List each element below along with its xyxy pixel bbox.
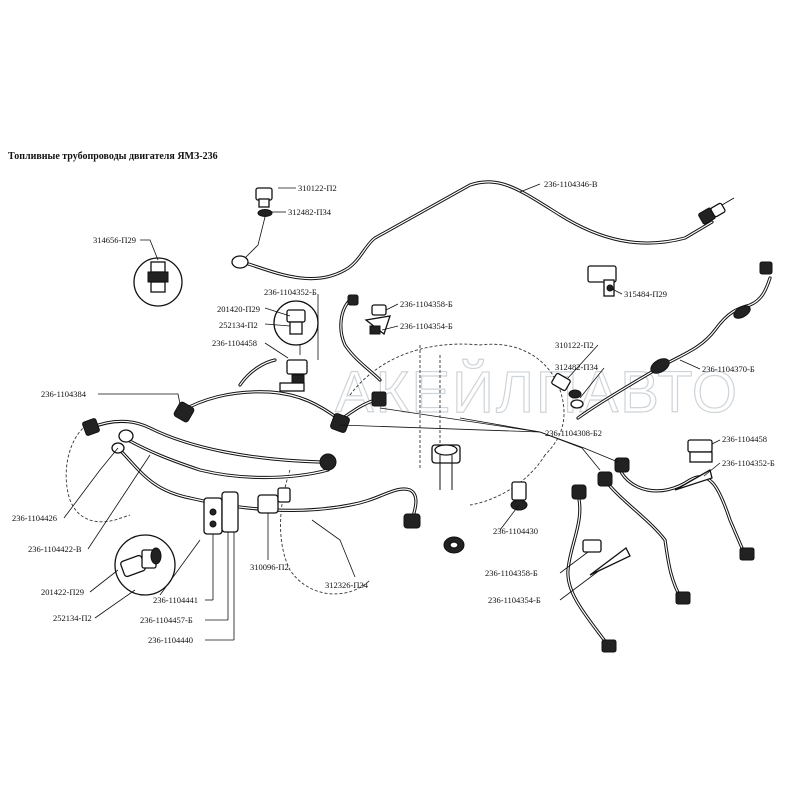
watermark: АКЕЙЛПАВТО xyxy=(335,360,739,425)
label-252134-bottom: 252134-П2 xyxy=(53,613,92,623)
label-312482-top: 312482-П34 xyxy=(288,207,332,217)
clamp-inset-top xyxy=(273,300,319,346)
label-312326: 312326-П34 xyxy=(325,580,369,590)
label-1104441: 236-1104441 xyxy=(153,595,198,605)
label-1104308: 236-1104308-Б2 xyxy=(545,428,602,438)
return-tube xyxy=(231,180,735,281)
clamp-1104358-mid xyxy=(364,304,391,336)
label-1104358-mid: 236-1104358-Б xyxy=(400,299,453,309)
diagram-title: Топливные трубопроводы двигателя ЯМЗ-236 xyxy=(8,151,218,162)
label-1104352-mid: 236-1104352-Б xyxy=(264,287,317,297)
label-1104346: 236-1104346-В xyxy=(544,179,598,189)
banjo-bolt-top xyxy=(244,187,273,259)
label-310122-right: 310122-П2 xyxy=(555,340,594,350)
label-1104358-bottom: 236-1104358-Б xyxy=(485,568,538,578)
part-labels: 310122-П2 312482-П34 236-1104346-В 31465… xyxy=(12,179,775,645)
label-1104352-right: 236-1104352-Б xyxy=(722,458,775,468)
label-201420: 201420-П29 xyxy=(217,304,260,314)
label-1104370: 236-1104370-Б xyxy=(702,364,755,374)
washer-312326 xyxy=(443,536,465,554)
fitting-1104430 xyxy=(510,481,528,511)
label-1104384: 236-1104384 xyxy=(41,389,87,399)
label-1104354-bottom: 236-1104354-Б xyxy=(488,595,541,605)
label-314656: 314656-П29 xyxy=(93,235,136,245)
clamp-1104458-right xyxy=(674,439,713,491)
label-1104354-mid: 236-1104354-Б xyxy=(400,321,453,331)
label-310122-top: 310122-П2 xyxy=(298,183,337,193)
label-252134-top: 252134-П2 xyxy=(219,320,258,330)
label-1104430: 236-1104430 xyxy=(493,526,538,536)
bolt-310096 xyxy=(257,487,291,560)
label-1104426: 236-1104426 xyxy=(12,513,57,523)
bracket-315484 xyxy=(587,265,617,297)
label-1104458-left: 236-1104458 xyxy=(212,338,257,348)
injector-tubes-right xyxy=(566,457,755,653)
label-1104422: 236-1104422-В xyxy=(28,544,82,554)
leader-lines xyxy=(63,183,721,641)
label-1104458-right: 236-1104458 xyxy=(722,434,767,444)
label-315484: 315484-П29 xyxy=(624,289,667,299)
clamp-set-1104441 xyxy=(203,491,239,640)
label-310096: 310096-П2 xyxy=(250,562,289,572)
label-1104440: 236-1104440 xyxy=(148,635,193,645)
clamp-inset-bottom xyxy=(114,534,176,596)
label-1104457: 236-1104457-Б xyxy=(140,615,193,625)
clamp-1104358-bottom xyxy=(582,539,631,576)
label-312482-right: 312482-П34 xyxy=(555,362,599,372)
drain-tube-right xyxy=(576,261,773,420)
fitting-inset-314656 xyxy=(133,257,183,307)
banjo-bolt-right xyxy=(551,372,584,409)
injector-tubes-left xyxy=(82,294,421,529)
label-201422: 201422-П29 xyxy=(41,587,84,597)
